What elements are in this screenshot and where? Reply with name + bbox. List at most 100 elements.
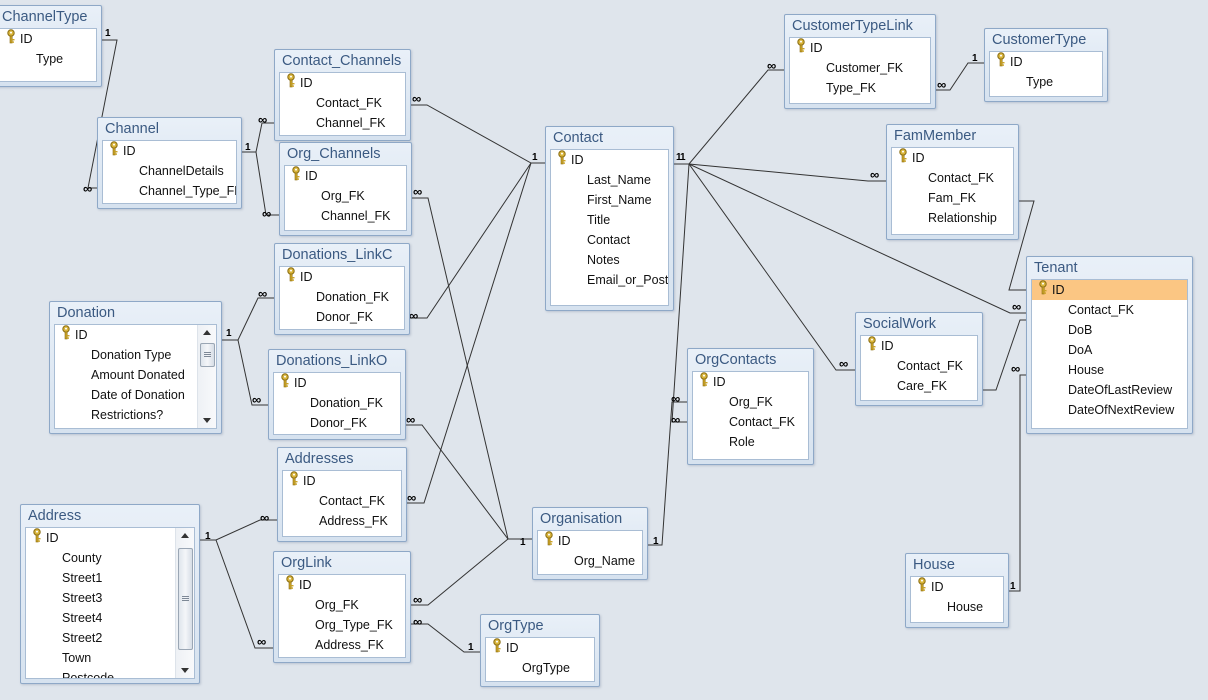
table-title[interactable]: Donations_LinkC — [282, 247, 393, 263]
table-title[interactable]: Donation — [57, 305, 116, 321]
table-title[interactable]: SocialWork — [863, 316, 937, 332]
field-row[interactable]: Restrictions? — [55, 405, 198, 425]
field-row[interactable]: Type — [990, 72, 1102, 92]
scrollbar-thumb[interactable] — [200, 343, 215, 367]
field-row[interactable]: First_Name — [551, 190, 668, 210]
field-row[interactable]: ID — [274, 373, 400, 393]
field-row[interactable]: Email_or_Post — [551, 270, 668, 290]
field-row[interactable]: Street2 — [26, 628, 176, 648]
field-row[interactable]: Type_FK — [790, 78, 930, 98]
field-row[interactable]: ID — [0, 29, 96, 49]
table-title[interactable]: Contact — [553, 130, 603, 146]
field-row[interactable]: Channel_FK — [280, 113, 405, 133]
field-row[interactable]: ChannelDetails — [103, 161, 236, 181]
field-row[interactable]: DateOfLastReview — [1032, 380, 1187, 400]
table-title[interactable]: Organisation — [540, 511, 623, 527]
field-row[interactable]: Contact_FK — [283, 491, 401, 511]
field-row[interactable]: Donation_FK — [280, 287, 404, 307]
field-row[interactable]: Title — [551, 210, 668, 230]
scrollbar-thumb[interactable] — [178, 548, 193, 650]
field-row[interactable]: ID — [790, 38, 930, 58]
field-row[interactable]: County — [26, 548, 176, 568]
table-title[interactable]: Channel — [105, 121, 160, 137]
table-title[interactable]: CustomerType — [992, 32, 1087, 48]
field-row[interactable]: Street4 — [26, 608, 176, 628]
field-row[interactable]: Channel_Type_FK — [103, 181, 236, 201]
field-row[interactable]: ID — [990, 52, 1102, 72]
field-row[interactable]: Channel_FK — [285, 206, 406, 226]
table-title[interactable]: CustomerTypeLink — [792, 18, 913, 34]
field-row[interactable]: DoB — [1032, 320, 1187, 340]
table-title[interactable]: Addresses — [285, 451, 354, 467]
field-row[interactable]: Contact_FK — [280, 93, 405, 113]
field-row[interactable]: Contact_FK — [892, 168, 1013, 188]
field-row[interactable]: Notes — [551, 250, 668, 270]
field-row[interactable]: Donation_FK — [274, 393, 400, 413]
field-row[interactable]: Org_Type_FK — [279, 615, 405, 635]
scroll-up-arrow-icon[interactable] — [198, 325, 216, 341]
table-title[interactable]: Tenant — [1034, 260, 1078, 276]
table-title[interactable]: OrgLink — [281, 555, 332, 571]
field-row[interactable]: Contact_FK — [1032, 300, 1187, 320]
field-row[interactable]: OrgType — [486, 658, 594, 678]
field-row[interactable]: ID — [892, 148, 1013, 168]
table-title[interactable]: Donations_LinkO — [276, 353, 388, 369]
field-row[interactable]: Type — [0, 49, 96, 69]
field-row[interactable]: Contact — [551, 230, 668, 250]
field-row[interactable]: Contact_FK — [861, 356, 977, 376]
field-row[interactable]: ID — [551, 150, 668, 170]
field-row[interactable]: ID — [538, 531, 642, 551]
field-row[interactable]: Last_Name — [551, 170, 668, 190]
field-row[interactable]: Amount Donated — [55, 365, 198, 385]
field-row[interactable]: ID — [279, 575, 405, 595]
table-title[interactable]: OrgContacts — [695, 352, 777, 368]
field-row[interactable]: Care_FK — [861, 376, 977, 396]
field-row[interactable]: House — [911, 597, 1003, 617]
scroll-up-arrow-icon[interactable] — [176, 528, 194, 544]
field-row[interactable]: ID — [103, 141, 236, 161]
table-title[interactable]: Address — [28, 508, 82, 524]
field-row[interactable]: House — [1032, 360, 1187, 380]
field-row[interactable]: ID — [280, 73, 405, 93]
scroll-down-arrow-icon[interactable] — [176, 662, 194, 678]
vertical-scrollbar[interactable] — [175, 528, 194, 678]
field-row[interactable]: Postcode — [26, 668, 176, 678]
field-row[interactable]: Date of Donation — [55, 385, 198, 405]
field-row[interactable]: Org_FK — [693, 392, 808, 412]
field-row[interactable]: Fam_FK — [892, 188, 1013, 208]
field-row[interactable]: Org_FK — [285, 186, 406, 206]
field-row[interactable]: DateOfNextReview — [1032, 400, 1187, 420]
field-row[interactable]: ID — [1032, 280, 1187, 300]
field-row[interactable]: ID — [486, 638, 594, 658]
field-row[interactable]: Street1 — [26, 568, 176, 588]
scroll-down-arrow-icon[interactable] — [198, 412, 216, 428]
table-title[interactable]: Org_Channels — [287, 146, 381, 162]
field-row[interactable]: ID — [911, 577, 1003, 597]
